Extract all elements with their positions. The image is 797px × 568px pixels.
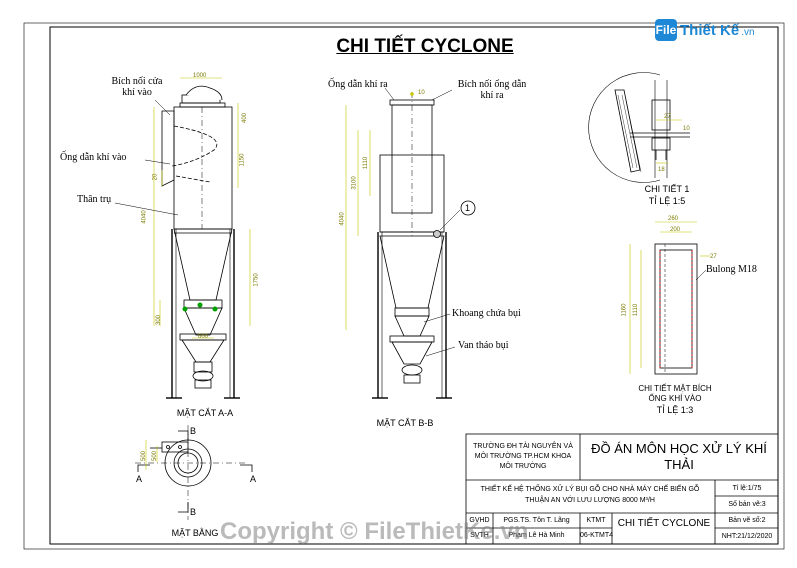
tb-unit-1: KTMT xyxy=(586,517,606,524)
copyright-watermark: Copyright © FileThietKe.vn xyxy=(220,518,529,545)
plan-drawing xyxy=(135,425,253,520)
tb-topic: THIẾT KẾ HỆ THỐNG XỬ LÝ BỤI GỖ CHO NHÀ M… xyxy=(480,486,700,504)
caption-section-b: MẶT CẮT B-B xyxy=(376,418,434,428)
dim-a-top: 1000 xyxy=(193,73,207,79)
dim-b-4040: 4040 xyxy=(339,212,346,226)
dim-a-1750: 1750 xyxy=(253,273,260,287)
callout-number: 1 xyxy=(465,203,471,213)
label-outlet-duct: Ống dẫn khí ra xyxy=(328,79,388,90)
flange-detail-drawing xyxy=(654,243,698,375)
label-outlet-flange: Bích nối ống dẫn khí ra xyxy=(457,79,527,101)
flange-dim-260: 260 xyxy=(668,216,679,222)
tb-unit-2: 06-KTMT4 xyxy=(580,532,614,539)
flange-detail-dims xyxy=(629,221,710,374)
tb-sheet-count: Số bản vẽ:3 xyxy=(728,501,766,508)
label-inlet-flange: Bích nối cửa khí vào xyxy=(111,76,163,98)
plan-dim-1: 500 xyxy=(152,450,159,462)
dim-a-400: 400 xyxy=(242,112,249,124)
tb-school: TRƯỜNG ĐH TÀI NGUYÊN VÀ MÔI TRƯỜNG TP.HC… xyxy=(473,443,573,470)
logo-ext: .vn xyxy=(741,26,755,38)
logo-mark: File xyxy=(655,19,677,41)
dim-b-10: 10 xyxy=(418,90,425,96)
section-a-dims xyxy=(153,77,251,339)
plan-dim-2: 500 xyxy=(141,450,148,462)
label-valve: Van tháo bụi xyxy=(458,340,509,351)
tb-sheet-no: Bản vẽ số:2 xyxy=(728,517,766,524)
section-b-leaders xyxy=(384,87,461,357)
plan-mark-a-right: A xyxy=(250,474,257,484)
detail-1-drawing xyxy=(588,72,690,183)
sheet-inner-border xyxy=(49,26,779,545)
dim-a-4040: 4040 xyxy=(141,210,148,224)
caption-section-a: MẶT CẮT A-A xyxy=(176,408,234,418)
scale-detail-1: TỈ LỆ 1:5 xyxy=(648,196,686,206)
detail-1-dim-10: 10 xyxy=(683,126,690,132)
section-b-dims xyxy=(345,92,414,330)
dim-b-3100: 3100 xyxy=(351,176,358,190)
tb-drawing-name: CHI TIẾT CYCLONE xyxy=(617,518,711,529)
flange-dim-27: 27 xyxy=(710,254,717,260)
dim-a-300: 300 xyxy=(156,314,163,326)
tb-scale: Tỉ lệ:1/75 xyxy=(732,485,762,492)
section-a-drawing xyxy=(161,85,240,399)
scale-flange-detail: TỈ LỆ 1:3 xyxy=(656,405,694,415)
logo-text: Thiết Kế xyxy=(680,21,740,39)
caption-detail-1: CHI TIẾT 1 xyxy=(644,184,690,194)
site-logo[interactable]: File Thiết Kế .vn xyxy=(655,17,755,43)
plan-mark-b-top: B xyxy=(190,426,197,436)
flange-dim-1110: 1110 xyxy=(633,303,640,317)
plan-mark-b-bottom: B xyxy=(190,507,197,517)
tb-date: NHT:21/12/2020 xyxy=(721,533,773,540)
flange-dim-1160: 1160 xyxy=(621,303,628,317)
dim-a-600: 600 xyxy=(198,334,209,340)
tb-name-2: Phạm Lê Hà Minh xyxy=(508,532,565,539)
section-a-leaders xyxy=(114,99,179,216)
callout-circle xyxy=(460,200,476,216)
bolt-leader xyxy=(695,269,707,281)
flange-dim-200: 200 xyxy=(670,227,681,233)
plan-mark-a-left: A xyxy=(136,474,143,484)
drawing-title: CHI TIẾT CYCLONE xyxy=(336,36,514,57)
tb-project: ĐỒ ÁN MÔN HỌC XỬ LÝ KHÍ THẢI xyxy=(591,441,767,472)
label-dust-chamber: Khoang chứa bụi xyxy=(452,308,521,319)
caption-flange-detail: CHI TIẾT MẶT BÍCH ỐNG KHÍ VÀO xyxy=(638,384,712,403)
tb-role-2: SVTH xyxy=(470,532,489,539)
section-b-drawing xyxy=(372,92,452,399)
label-body: Thân trụ xyxy=(77,194,112,205)
detail-1-dim-27: 27 xyxy=(664,114,671,120)
dim-a-1150: 1150 xyxy=(239,153,246,167)
detail-1-dims xyxy=(656,119,682,164)
tb-name-1: PGS.TS. Tôn T. Lãng xyxy=(503,517,570,524)
tb-role-1: GVHD xyxy=(469,517,490,524)
sheet-outer-border xyxy=(23,22,785,550)
title-block-frame xyxy=(465,433,779,545)
dim-b-1110: 1110 xyxy=(363,156,370,170)
dim-a-20: 20 xyxy=(152,173,159,181)
detail-1-dim-18: 18 xyxy=(658,167,665,173)
label-inlet-duct: Ống dẫn khí vào xyxy=(60,152,127,163)
caption-plan: MẶT BẰNG xyxy=(171,528,219,538)
plan-dims xyxy=(145,440,158,470)
label-bolt: Bulong M18 xyxy=(706,264,757,275)
